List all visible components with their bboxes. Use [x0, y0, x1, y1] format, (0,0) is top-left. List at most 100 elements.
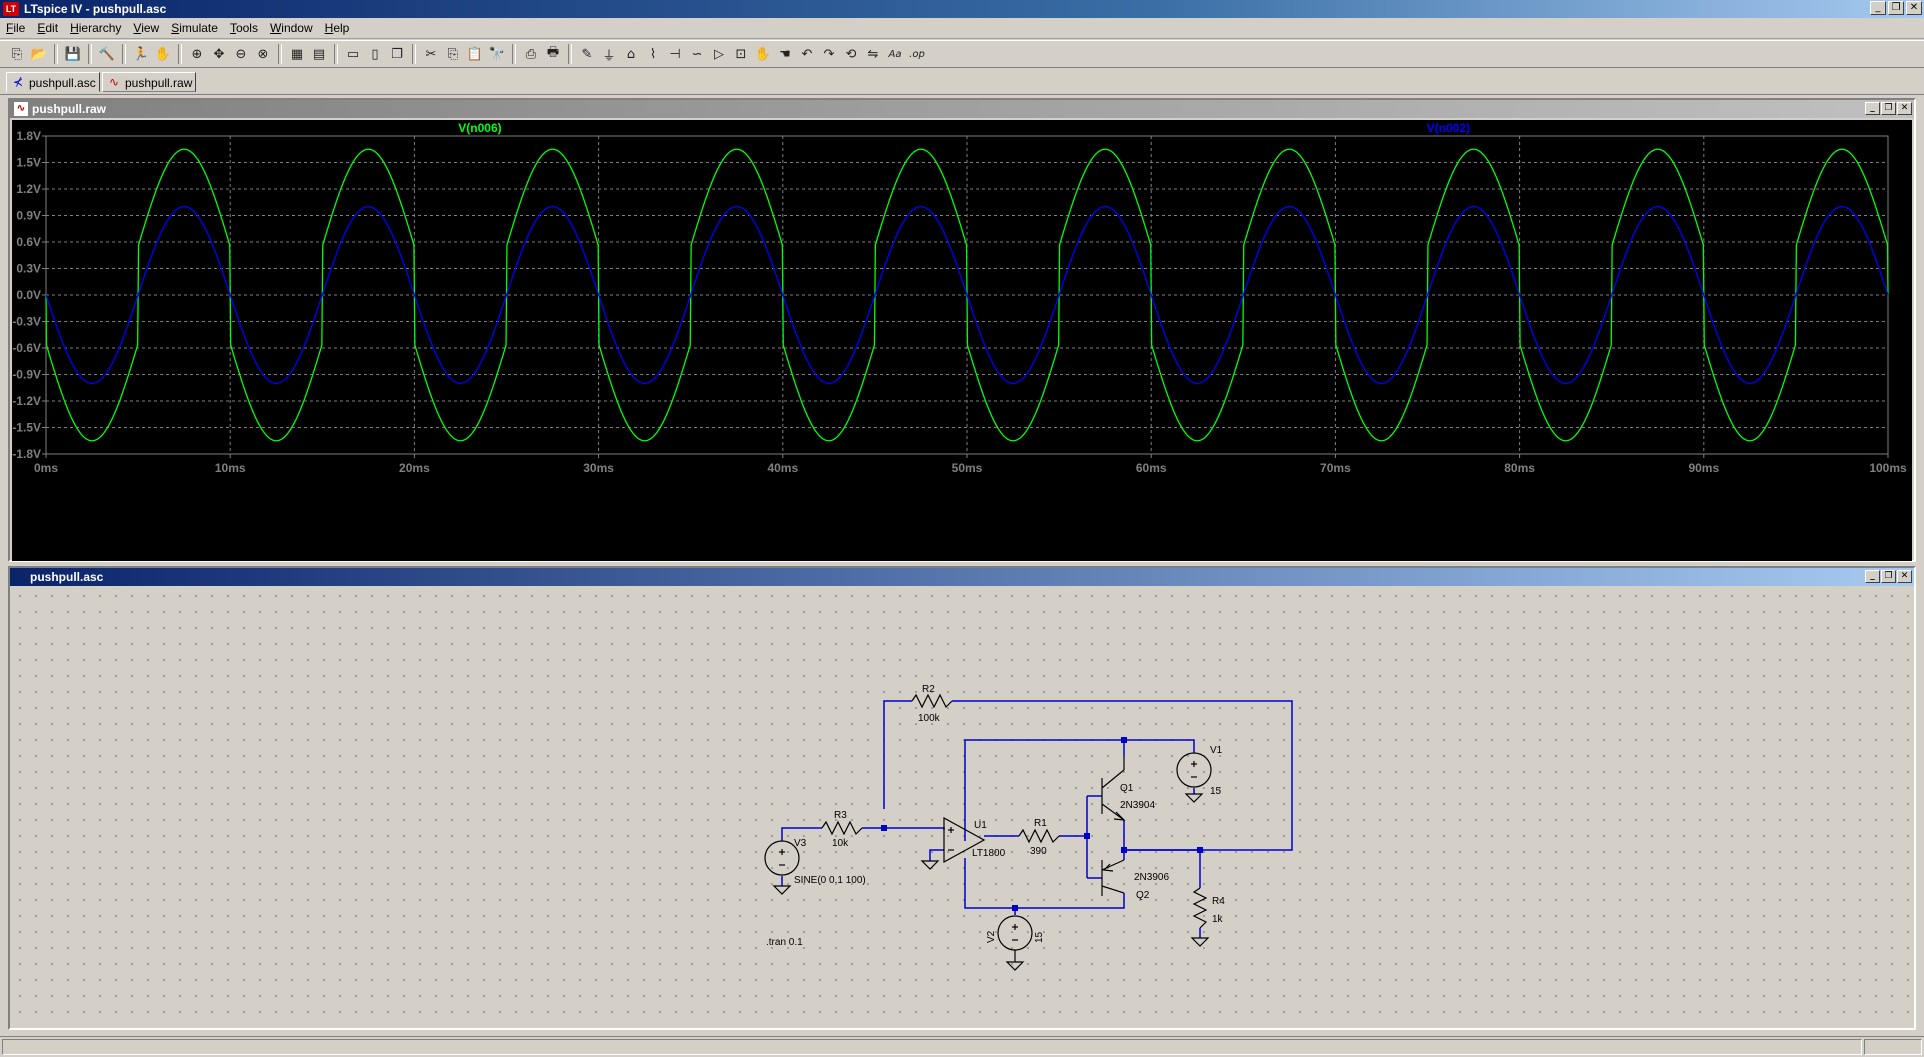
new-schematic-button[interactable]: ⎘ [6, 43, 28, 65]
minimize-button[interactable]: _ [1870, 1, 1886, 15]
mirror-button[interactable]: ⇋ [862, 43, 884, 65]
pan-button[interactable]: ✥ [208, 43, 230, 65]
print-button[interactable]: 🖶 [542, 43, 564, 65]
menu-window[interactable]: Window [264, 18, 319, 38]
redo-button[interactable]: ↷ [818, 43, 840, 65]
zoom-fit-button[interactable]: ⊗ [252, 43, 274, 65]
run-button[interactable]: 🏃 [130, 43, 152, 65]
menu-simulate[interactable]: Simulate [165, 18, 224, 38]
copy-button[interactable]: ⎘ [442, 43, 464, 65]
toolbar-separator [334, 44, 338, 64]
menu-label: imulate [179, 21, 218, 35]
tab-pushpull-raw[interactable]: ∿ pushpull.raw [102, 72, 196, 92]
ground-icon: ⏚ [602, 48, 616, 64]
toolbar-separator [412, 44, 416, 64]
find-icon: 🔭 [488, 46, 506, 62]
restore-button[interactable]: ❐ [1888, 1, 1904, 15]
control-panel-button[interactable]: 🔨 [96, 43, 118, 65]
pane-close-button[interactable]: ✕ [1897, 102, 1912, 115]
spice-directive[interactable]: .tran 0.1 [766, 937, 803, 948]
menu-accelerator: E [37, 21, 46, 35]
undo-button[interactable]: ↶ [796, 43, 818, 65]
menu-view[interactable]: View [127, 18, 165, 38]
text-icon: Aa [888, 48, 902, 60]
tile-horizontal-button[interactable]: ▭ [342, 43, 364, 65]
status-message [2, 1039, 1862, 1055]
pane-minimize-button[interactable]: _ [1865, 102, 1880, 115]
cut-icon: ✂ [425, 46, 437, 62]
save-button[interactable]: 💾 [62, 43, 84, 65]
paste-icon: 📋 [466, 46, 484, 62]
toolbar-separator [122, 44, 126, 64]
tile-horizontal-icon: ▭ [346, 46, 360, 62]
menu-hierarchy[interactable]: Hierarchy [64, 18, 127, 38]
view-icon: ▤ [312, 46, 326, 62]
drag-button[interactable]: ☚ [774, 43, 796, 65]
menu-accelerator: W [269, 21, 282, 35]
tab-label: pushpull.raw [125, 76, 193, 90]
rotate-button[interactable]: ⟲ [840, 43, 862, 65]
paste-button[interactable]: 📋 [464, 43, 486, 65]
x-tick-label: 80ms [1504, 461, 1535, 475]
ground-button[interactable]: ⏚ [598, 43, 620, 65]
menu-edit[interactable]: Edit [31, 18, 64, 38]
find-button[interactable]: 🔭 [486, 43, 508, 65]
voltage-source-v3 [764, 840, 800, 876]
menu-label: dit [45, 21, 59, 35]
spice-directive-button[interactable]: .op [906, 43, 928, 65]
zoom-in-button[interactable]: ⊕ [186, 43, 208, 65]
cut-button[interactable]: ✂ [420, 43, 442, 65]
y-tick-label: -0.3V [12, 315, 41, 329]
halt-button[interactable]: ✋ [152, 43, 174, 65]
pane-restore-button[interactable]: ❐ [1881, 102, 1896, 115]
wire-button[interactable]: ✎ [576, 43, 598, 65]
move-button[interactable]: ✋ [752, 43, 774, 65]
menu-help[interactable]: Help [319, 18, 356, 38]
menu-file[interactable]: File [0, 18, 31, 38]
diode-button[interactable]: ▷ [708, 43, 730, 65]
r1-name: R1 [1034, 818, 1047, 829]
inductor-button[interactable]: ∽ [686, 43, 708, 65]
u1-value: LT1800 [972, 848, 1006, 859]
menu-accelerator: V [133, 21, 142, 35]
menu-tools[interactable]: Tools [224, 18, 264, 38]
autorange-icon: ▦ [290, 46, 304, 62]
toolbar-separator [568, 44, 572, 64]
y-tick-label: -0.9V [12, 368, 41, 382]
menu-label: iew [141, 21, 160, 35]
schematic-window: pushpull.asc _ ❐ ✕ [8, 566, 1916, 1030]
autorange-button[interactable]: ▦ [286, 43, 308, 65]
toolbar-separator [278, 44, 282, 64]
component-button[interactable]: ⊡ [730, 43, 752, 65]
open-button[interactable]: 📂 [28, 43, 50, 65]
zoom-in-icon: ⊕ [191, 46, 203, 62]
y-tick-label: 1.5V [16, 156, 41, 170]
move-icon: ✋ [754, 46, 772, 62]
capacitor-button[interactable]: ⊣ [664, 43, 686, 65]
pane-minimize-button[interactable]: _ [1865, 570, 1880, 583]
pane-close-button[interactable]: ✕ [1897, 570, 1912, 583]
y-tick-label: -1.5V [12, 421, 41, 435]
q1-value: 2N3904 [1120, 800, 1155, 811]
schematic-canvas[interactable]: R2 100k R3 10k R1 390 R4 1k U1 LT1800 Q1… [12, 588, 1912, 1029]
label-button[interactable]: ⌂ [620, 43, 642, 65]
tile-vertical-button[interactable]: ▯ [364, 43, 386, 65]
resistor-button[interactable]: ⌇ [642, 43, 664, 65]
opamp-u1 [943, 816, 986, 864]
close-button[interactable]: ✕ [1906, 1, 1922, 15]
text-button[interactable]: Aa [884, 43, 906, 65]
pane-restore-button[interactable]: ❐ [1881, 570, 1896, 583]
view-button[interactable]: ▤ [308, 43, 330, 65]
cascade-button[interactable]: ❐ [386, 43, 408, 65]
schematic-drawing[interactable]: R2 100k R3 10k R1 390 R4 1k U1 LT1800 Q1… [12, 588, 1912, 1026]
resistor-r1 [1018, 828, 1060, 844]
r2-value: 100k [918, 713, 941, 724]
print-setup-button[interactable]: ⎙ [520, 43, 542, 65]
tab-pushpull-asc[interactable]: ⊀ pushpull.asc [6, 72, 100, 92]
print-icon: 🖶 [546, 45, 560, 60]
open-icon: 📂 [30, 46, 48, 62]
menu-label: elp [333, 21, 350, 35]
zoom-out-button[interactable]: ⊖ [230, 43, 252, 65]
